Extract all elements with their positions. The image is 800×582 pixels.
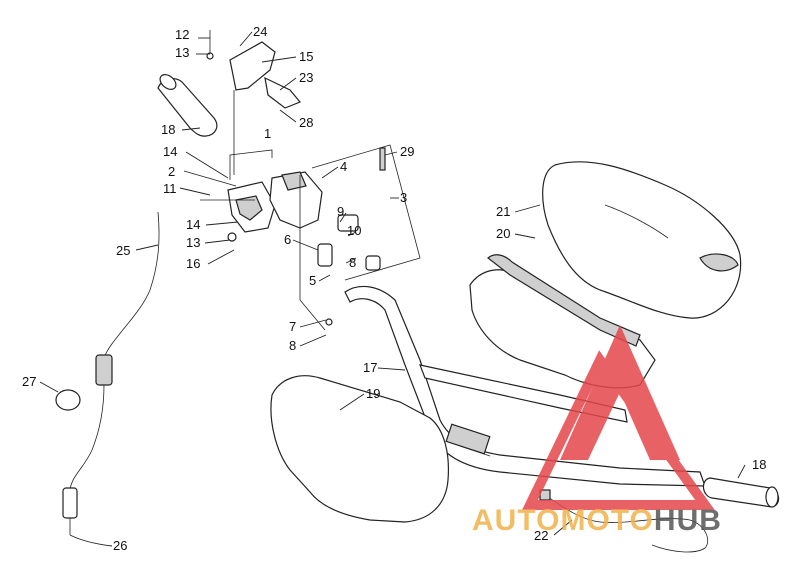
callout-6: 6 <box>284 232 291 247</box>
grip-18-right <box>702 477 780 508</box>
callout-21: 21 <box>496 204 510 219</box>
callout-2: 2 <box>168 164 175 179</box>
grip-18-left <box>157 74 218 137</box>
callout-13: 13 <box>175 45 189 60</box>
callout-26: 26 <box>113 538 127 553</box>
callout-19: 19 <box>366 386 380 401</box>
callout-23: 23 <box>299 70 313 85</box>
watermark-text-part: AUTOMOTO <box>472 504 654 537</box>
callout-24: 24 <box>253 24 267 39</box>
callout-13: 13 <box>186 235 200 250</box>
callout-14: 14 <box>186 217 200 232</box>
callout-11: 11 <box>163 181 177 196</box>
callout-8: 8 <box>349 255 356 270</box>
automotohub-watermark: AUTOMOTOHUB <box>472 325 722 537</box>
callout-labels: 12 24 13 15 23 28 18 1 14 2 11 4 29 3 9 … <box>22 24 766 553</box>
callout-14: 14 <box>163 144 177 159</box>
handlebar-pad-21 <box>542 161 742 319</box>
watermark-triangle-outline <box>522 350 715 510</box>
callout-28: 28 <box>299 115 313 130</box>
bar-pad-19 <box>270 375 450 523</box>
callout-7: 7 <box>289 319 296 334</box>
callout-27: 27 <box>22 374 36 389</box>
callout-29: 29 <box>400 144 414 159</box>
watermark-text-part: HUB <box>654 504 722 537</box>
watermark-text: AUTOMOTOHUB <box>472 504 722 537</box>
throttle-cable-25 <box>62 211 160 535</box>
callout-16: 16 <box>186 256 200 271</box>
leader-lines <box>39 31 746 547</box>
callout-10: 10 <box>347 223 361 238</box>
callout-5: 5 <box>309 273 316 288</box>
callout-20: 20 <box>496 226 510 241</box>
callout-8: 8 <box>289 338 296 353</box>
callout-17: 17 <box>363 360 377 375</box>
clamp-27 <box>55 389 81 411</box>
callout-12: 12 <box>175 27 189 42</box>
callout-1: 1 <box>264 126 271 141</box>
throttle-lever-15 <box>209 30 301 175</box>
callout-15: 15 <box>299 49 313 64</box>
callout-22: 22 <box>534 528 548 543</box>
throttle-housing <box>200 144 421 331</box>
callout-18: 18 <box>752 457 766 472</box>
callout-3: 3 <box>400 190 407 205</box>
callout-9: 9 <box>337 204 344 219</box>
callout-18: 18 <box>161 122 175 137</box>
small-hardware <box>206 52 386 326</box>
callout-25: 25 <box>116 243 130 258</box>
callout-4: 4 <box>340 159 347 174</box>
